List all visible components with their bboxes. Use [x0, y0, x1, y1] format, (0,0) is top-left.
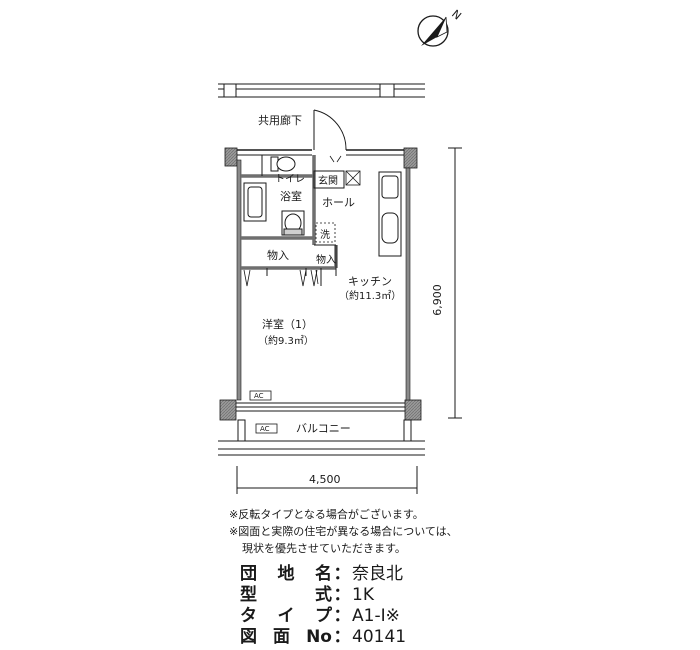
thin-walls [261, 155, 345, 286]
closet-door-marks [243, 269, 319, 287]
info-row-drawing-no: 図面No：40141 [240, 627, 407, 647]
interior-walls [241, 155, 338, 270]
label-ac-outside: AC [260, 425, 270, 433]
info-key: 図面No [240, 627, 332, 647]
note-line: ※反転タイプとなる場合がございます。 [229, 508, 424, 521]
note-line: ※図面と実際の住宅が異なる場合については、 [229, 525, 458, 538]
north-label: N [449, 7, 464, 22]
label-balcony: バルコニー [296, 422, 351, 435]
info-value: 1K [352, 585, 374, 605]
corridor-railing [218, 83, 425, 98]
compass-arrow-icon [417, 15, 449, 47]
info-row-complex: 団地名：奈良北 [240, 564, 403, 584]
label-kitchen-area: （約11.3㎡） [339, 289, 401, 302]
info-key: 団地名 [240, 564, 332, 584]
wash-basin [281, 210, 305, 236]
window-frame [236, 402, 405, 412]
label-toilet: トイレ [275, 174, 305, 185]
outer-walls [219, 147, 422, 421]
label-bathroom: 浴室 [280, 189, 302, 203]
ac-outside-box [255, 423, 278, 434]
laundry-space [315, 222, 336, 243]
note-line: 現状を優先させていただきます。 [242, 542, 406, 555]
dimension-width-label: 4,500 [309, 473, 341, 486]
unit-info: 団地名：奈良北 型式：1K タイプ：A1-I※ 図面No：40141 [240, 564, 406, 648]
info-row-type: タイプ：A1-I※ [240, 606, 400, 626]
notes: ※反転タイプとなる場合がございます。 ※図面と実際の住宅が異なる場合については、… [229, 506, 458, 557]
kitchen-counter [378, 171, 402, 257]
balcony-railing [218, 419, 425, 456]
toilet-fixture [270, 156, 296, 172]
info-value: A1-I※ [352, 606, 400, 626]
dimension-depth-label: 6,900 [431, 284, 444, 316]
label-entrance: 玄関 [318, 174, 338, 187]
info-value: 40141 [352, 627, 407, 647]
info-key: 型式 [240, 585, 332, 605]
label-western-room-area: （約9.3㎡） [258, 334, 314, 347]
ac-inside-box [249, 390, 272, 401]
info-key: タイプ [240, 606, 332, 626]
label-laundry: 洗 [320, 229, 330, 241]
label-storage-right: 物入 [316, 253, 336, 266]
bathtub [243, 182, 267, 222]
info-row-model: 型式：1K [240, 585, 374, 605]
label-ac-inside: AC [254, 392, 264, 400]
entrance-door [313, 109, 347, 151]
label-storage-left: 物入 [267, 248, 289, 262]
label-western-room: 洋室（1） [262, 317, 313, 331]
shoe-box [329, 155, 361, 186]
info-value: 奈良北 [352, 564, 403, 584]
width-dimension-line [236, 466, 418, 494]
depth-dimension-line [448, 147, 462, 419]
label-kitchen: キッチン [348, 275, 392, 288]
label-corridor: 共用廊下 [258, 113, 302, 127]
label-hall: ホール [322, 196, 355, 209]
